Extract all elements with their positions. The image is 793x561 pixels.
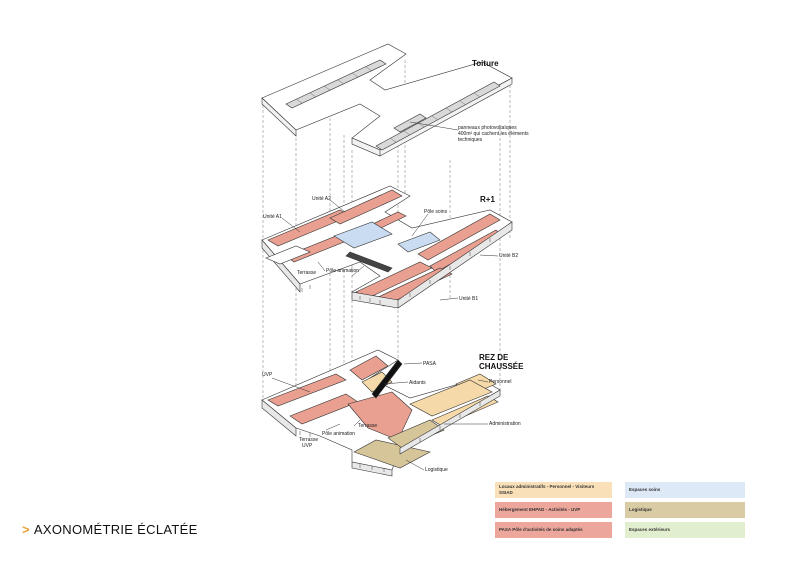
title-arrow-icon: > [22, 522, 30, 537]
pv-annotation-line2: 400m² qui cachent les éléments [458, 131, 529, 137]
rdc-logistique [353, 439, 431, 469]
label-logistique: Logistique [425, 467, 448, 473]
label-terrasse-uvp-line1: Terrasse [299, 437, 319, 443]
legend-item-soins: Espaces soins [625, 482, 745, 498]
legend-item-exterieurs: Espaces extérieurs [625, 522, 745, 538]
pv-leader-line [409, 121, 459, 131]
legend-item-soins-label: Espaces soins [629, 487, 661, 492]
pv-annotation-line3: techniques [458, 137, 483, 143]
r1-pole-soins-2 [397, 231, 441, 253]
roof-level [261, 43, 513, 157]
pv-panels-c [393, 113, 427, 133]
label-terrasse-uvp-line2: UVP [302, 443, 313, 449]
label-unite-b1: Unité B1 [459, 296, 479, 302]
label-personnel: Personnel [489, 379, 512, 385]
rdc-slab-edge [261, 389, 501, 477]
label-pole-soins: Pôle soins [424, 209, 448, 215]
r1-wing-b2-rooms [417, 213, 501, 261]
r1-leader-lines [281, 199, 499, 301]
label-pasa: PASA [423, 361, 436, 367]
r1-terrace [265, 245, 311, 265]
rdc-center-rooms [347, 391, 413, 441]
legend-item-admin-label: Locaux administratifs - Personnel - Visi… [499, 484, 595, 495]
pv-panels-a [285, 59, 387, 109]
r1-pole-soins [333, 221, 393, 249]
legend-item-admin: Locaux administratifs - Personnel - Visi… [495, 482, 612, 498]
label-unite-a1: Unité A1 [263, 214, 282, 220]
r1-slab-edge [261, 221, 513, 309]
r1-central-stair [345, 251, 393, 273]
label-unite-b2: Unité B2 [499, 253, 519, 259]
legend-item-logistique-label: Logistique [629, 507, 652, 512]
label-pole-animation-rdc: Pôle animation [322, 431, 356, 437]
legend-item-pasa: PASA Pôle d'activités de soins adaptés [495, 522, 612, 538]
page-title: >AXONOMÉTRIE ÉCLATÉE [22, 522, 198, 537]
first-floor-level [261, 185, 513, 309]
label-aidants: Aidants [409, 380, 426, 386]
rdc-logistique-2 [387, 419, 445, 449]
rdc-pasa-rooms [349, 355, 389, 381]
rdc-black-wall [371, 359, 403, 399]
legend-item-pasa-label: PASA Pôle d'activités de soins adaptés [499, 527, 583, 532]
rdc-leader-lines [271, 362, 489, 471]
legend-item-exterieurs-label: Espaces extérieurs [629, 527, 671, 532]
label-uvp: UVP [262, 372, 273, 378]
level-label-ground-floor-line2: CHAUSSÉE [479, 362, 524, 371]
legend-item-logistique: Logistique [625, 502, 745, 518]
level-label-ground-floor-line1: REZ DE [479, 353, 509, 362]
level-label-first-floor: R+1 [480, 195, 495, 204]
label-terrasse-rdc: Terrasse [358, 423, 378, 429]
legend-item-hebergement-label: Hébergement EHPAD - Activités - UVP [499, 507, 581, 512]
label-unite-a2: Unité A2 [312, 196, 331, 202]
rdc-uvp-rooms [267, 373, 347, 407]
label-terrasse-r1: Terrasse [297, 270, 317, 276]
pv-panels-a-ticks [295, 66, 373, 104]
r1-window-ticks [301, 238, 491, 304]
label-pole-animation-r1: Pôle animation [326, 268, 360, 274]
title-text: AXONOMÉTRIE ÉCLATÉE [33, 522, 198, 537]
pv-annotation-line1: panneaux photovoltaïques [458, 125, 517, 131]
rdc-aidants [361, 371, 393, 393]
label-administration: Administration [489, 421, 521, 427]
ground-floor-level [261, 349, 501, 477]
level-label-roof: Toiture [472, 59, 499, 68]
rdc-administration [409, 379, 493, 417]
legend-item-hebergement: Hébergement EHPAD - Activités - UVP [495, 502, 612, 518]
rdc-window-ticks [299, 402, 481, 472]
r1-wing-a2-rooms [329, 189, 403, 225]
